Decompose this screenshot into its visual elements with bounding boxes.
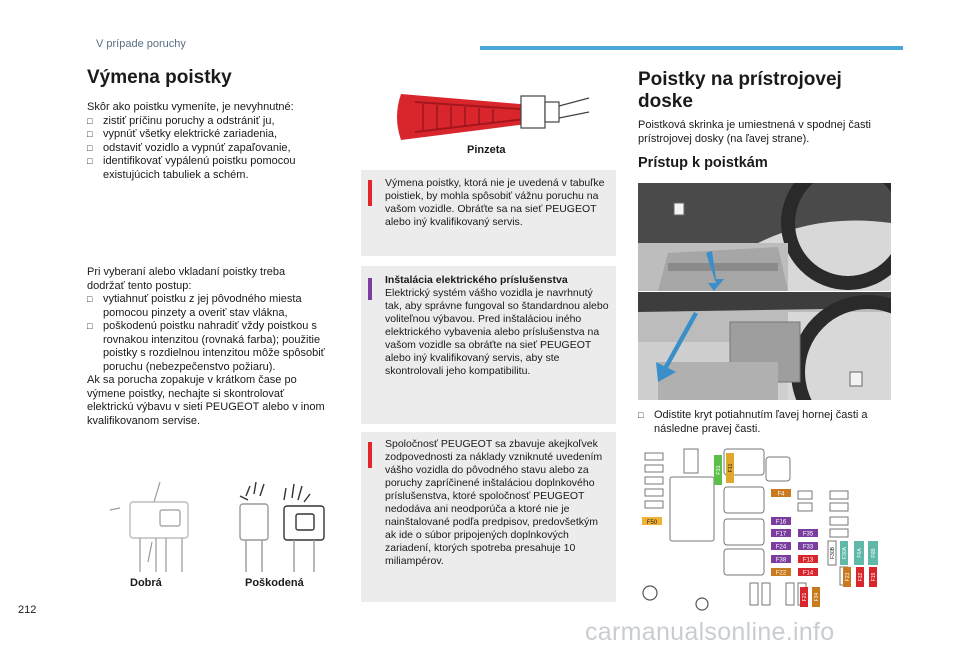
step-item: odstaviť vozidlo a vypnúť zapaľovanie,: [87, 142, 332, 156]
warning-text-2: Spoločnosť PEUGEOT sa zbavuje akejkoľvek…: [385, 438, 603, 567]
title-line-2: doske: [638, 91, 693, 112]
svg-text:F17: F17: [776, 532, 787, 538]
procedure-item: vytiahnuť poistku z jej pôvodného miesta…: [87, 293, 332, 320]
fusebox-location-text: Poistková skrinka je umiestnená v spodne…: [638, 119, 871, 145]
warning-box-1: Výmena poistky, ktorá nie je uvedená v t…: [361, 170, 616, 256]
fusebox-diagram: F50 F31 F11 F4 F16 F17 F35 F24 F33 F38 F…: [642, 448, 878, 611]
fuse-slot-f31: F31: [714, 455, 722, 485]
access-step-block: Odistite kryt potiahnutím ľavej hornej č…: [638, 409, 896, 436]
good-fuse-illustration: [109, 481, 189, 572]
fuse-slot-f32: F32: [856, 567, 864, 587]
svg-text:F34: F34: [814, 592, 820, 601]
fuse-slot-f35: F35: [798, 529, 818, 538]
warning-box-2: Spoločnosť PEUGEOT sa zbavuje akejkoľvek…: [361, 432, 616, 602]
fuse-slot-f22: F22: [771, 568, 791, 577]
access-step-item: Odistite kryt potiahnutím ľavej hornej č…: [638, 409, 896, 436]
fuse-slot-f50: F50: [642, 517, 662, 526]
info-box: Inštalácia elektrického príslušenstva El…: [361, 266, 616, 424]
closing-text: Ak sa porucha zopakuje v krátkom čase po…: [87, 374, 325, 427]
fuse-slot-f19: F19: [869, 567, 877, 587]
fuse-slot-f34: F34: [812, 587, 820, 607]
fuse-slot-f30a: F30A: [840, 541, 848, 565]
warning-icon: [368, 442, 372, 468]
svg-text:F33: F33: [803, 545, 814, 551]
fuse-slot-f11: F11: [726, 453, 734, 483]
fuse-slot-f23: F23: [843, 567, 851, 587]
fuse-slot-f13: F13: [798, 555, 818, 564]
watermark: carmanualsonline.info: [585, 618, 835, 646]
caption-good: Dobrá: [130, 577, 162, 589]
fuse-slot-f14: F14: [798, 568, 818, 577]
page-number: 212: [18, 604, 37, 616]
procedure-block: Pri vyberaní alebo vkladaní poistky treb…: [87, 266, 332, 428]
fuse-slot-f16: F16: [771, 517, 791, 526]
header-rule: [480, 46, 903, 50]
svg-text:F38: F38: [776, 558, 787, 564]
damaged-fuse-illustration: [239, 481, 325, 572]
section-title-dashboard-fuses: Poistky na prístrojovej doske: [638, 69, 842, 113]
svg-text:F4: F4: [777, 492, 785, 498]
procedure-intro-line1: Pri vyberaní alebo vkladaní poistky treb…: [87, 266, 286, 278]
svg-text:F30A: F30A: [842, 546, 848, 559]
svg-text:F31: F31: [716, 465, 722, 474]
dashboard-photo-2: [638, 292, 891, 400]
info-title: Inštalácia elektrického príslušenstva: [385, 274, 568, 286]
svg-text:F32: F32: [858, 572, 864, 581]
step-item: zistiť príčinu poruchy a odstrániť ju,: [87, 115, 332, 129]
fuse-slot-f30b: F30B: [827, 540, 837, 566]
svg-text:F19: F19: [871, 572, 877, 581]
step-item: vypnúť všetky elektrické zariadenia,: [87, 128, 332, 142]
svg-text:F23: F23: [845, 572, 851, 581]
svg-text:F11: F11: [728, 463, 734, 472]
svg-text:F35: F35: [803, 532, 814, 538]
fuse-slot-f38: F38: [771, 555, 791, 564]
fuse-slot-f6a: F6A: [854, 541, 864, 565]
svg-text:F16: F16: [776, 520, 787, 526]
warning-icon: [368, 180, 372, 206]
intro-text: Skôr ako poistku vymeníte, je nevyhnutné…: [87, 101, 294, 113]
title-line-1: Poistky na prístrojovej: [638, 69, 842, 90]
running-header: V prípade poruchy: [96, 38, 186, 50]
subsection-title-access: Prístup k poistkám: [638, 155, 768, 171]
svg-text:F24: F24: [776, 545, 787, 551]
warning-text-1: Výmena poistky, ktorá nie je uvedená v t…: [385, 177, 605, 228]
fuse-illustrations: [109, 481, 325, 572]
info-body: Elektrický systém vášho vozidla je navrh…: [385, 287, 609, 377]
svg-text:F30B: F30B: [830, 546, 836, 559]
fuse-slot-f24: F24: [771, 542, 791, 551]
svg-text:F21: F21: [802, 592, 808, 601]
caption-tweezers: Pinzeta: [467, 144, 506, 156]
svg-text:F13: F13: [803, 558, 814, 564]
procedure-intro-line2: dodržať tento postup:: [87, 279, 192, 292]
svg-text:F22: F22: [776, 571, 787, 577]
svg-text:F6A: F6A: [857, 548, 863, 558]
fuse-slot-f33: F33: [798, 542, 818, 551]
fuse-slot-f6b: F6B: [868, 541, 878, 565]
tweezers-illustration: [397, 94, 590, 140]
fuse-slot-f21: F21: [800, 587, 808, 607]
section-title-fuse-replacement: Výmena poistky: [87, 67, 232, 88]
intro-block: Skôr ako poistku vymeníte, je nevyhnutné…: [87, 101, 332, 182]
svg-text:F50: F50: [647, 520, 658, 526]
procedure-item: poškodenú poistku nahradiť vždy poistkou…: [87, 320, 332, 374]
step-item: identifikovať vypálenú poistku pomocou e…: [87, 155, 332, 182]
info-content: Inštalácia elektrického príslušenstva El…: [385, 274, 611, 378]
fuse-slot-f17: F17: [771, 529, 791, 538]
svg-text:F14: F14: [803, 571, 814, 577]
svg-text:F6B: F6B: [871, 548, 877, 558]
info-icon: [368, 278, 372, 300]
caption-damaged: Poškodená: [245, 577, 304, 589]
dashboard-photo-1: [638, 183, 891, 291]
fuse-slot-f4: F4: [771, 489, 791, 498]
